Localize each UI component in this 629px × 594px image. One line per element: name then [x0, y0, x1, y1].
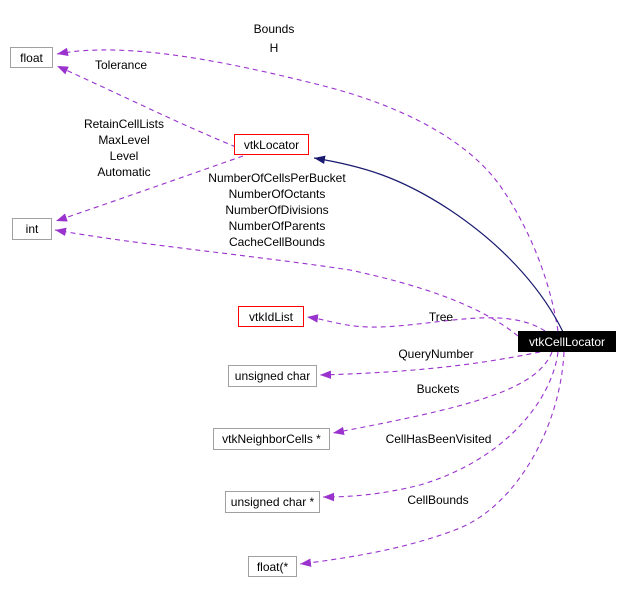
edge-label-tolerance: Tolerance — [95, 58, 148, 72]
node-float-ptr: float(* — [248, 556, 297, 577]
edge-label-bounds: Bounds H — [253, 22, 295, 55]
edge-cell-locator-members — [54, 227, 519, 337]
edge-label-locator-members: RetainCellLists MaxLevel Level Automatic — [83, 117, 165, 179]
node-float: float — [10, 47, 53, 68]
edge-bounds — [56, 47, 559, 332]
node-unsigned-char-ptr: unsigned char * — [225, 491, 320, 513]
edge-locator-members — [55, 155, 244, 222]
node-vtkidlist-link[interactable]: vtkIdList — [238, 306, 304, 327]
edge-label-cell-locator-members: NumberOfCellsPerBucket NumberOfOctants N… — [208, 171, 346, 249]
edge-query-number — [319, 351, 541, 379]
node-vtkneighborcells-ptr: vtkNeighborCells * — [213, 428, 330, 450]
node-unsigned-char: unsigned char — [228, 365, 317, 387]
edge-label-query-number: QueryNumber — [398, 347, 474, 361]
edge-tolerance — [56, 65, 237, 148]
edge-buckets — [332, 351, 553, 436]
node-vtkcelllocator-focus: vtkCellLocator — [518, 331, 616, 352]
edge-label-buckets: Buckets — [416, 382, 460, 396]
edge-label-cell-has-been-visited: CellHasBeenVisited — [385, 432, 492, 446]
edge-tree — [306, 314, 546, 332]
edge-inheritance — [313, 155, 564, 333]
edge-cell-bounds — [299, 351, 565, 567]
edge-label-tree: Tree — [428, 310, 454, 324]
edge-label-cell-bounds: CellBounds — [407, 493, 469, 507]
node-int: int — [12, 218, 52, 240]
node-vtklocator-link[interactable]: vtkLocator — [234, 134, 309, 155]
edge-cell-has-been-visited — [322, 351, 559, 502]
